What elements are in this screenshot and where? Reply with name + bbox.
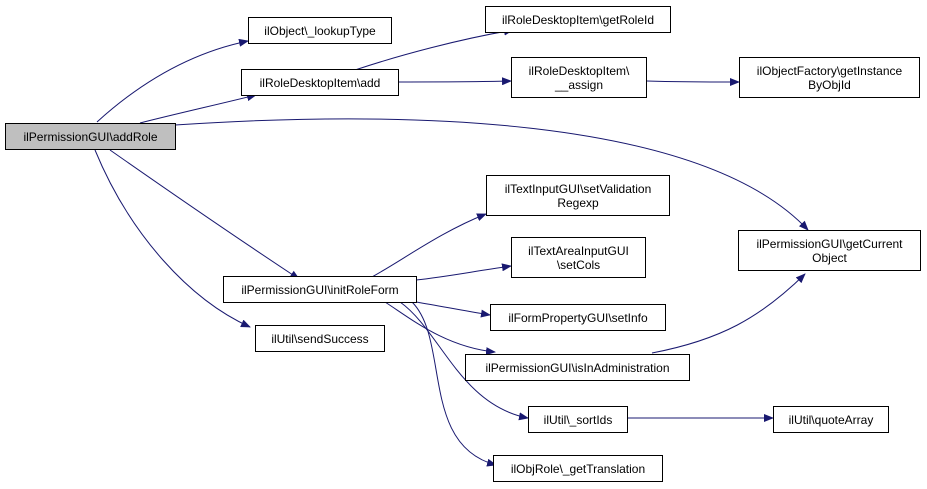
node-label: ilUtil\sendSuccess: [271, 332, 368, 346]
node-add-role: ilPermissionGUI\addRole: [5, 123, 176, 150]
node-label-line: ilTextInputGUI\setValidation: [504, 181, 652, 196]
edge-addrole-roledesktopadd: [139, 93, 257, 124]
edge-addrole-sendsuccess: [94, 149, 251, 328]
node-sort-ids[interactable]: ilUtil\_sortIds: [528, 406, 628, 433]
edge-addrole-getcurrentobject: [174, 118, 809, 231]
node-label-line: __assign: [554, 77, 604, 92]
node-get-role-id[interactable]: ilRoleDesktopItem\getRoleId: [485, 6, 671, 33]
node-label-line: ilUtil\sendSuccess: [271, 331, 369, 346]
node-assign[interactable]: ilRoleDesktopItem\__assign: [511, 57, 647, 98]
node-init-role-form[interactable]: ilPermissionGUI\initRoleForm: [223, 276, 417, 303]
node-label: ilTextAreaInputGUI\setCols: [528, 244, 629, 272]
edge-initroleform-setvalidation: [369, 213, 487, 279]
node-label: ilObject\_lookupType: [264, 24, 375, 38]
node-label-line: ilTextAreaInputGUI: [528, 243, 629, 258]
node-role-desktop-add[interactable]: ilRoleDesktopItem\add: [241, 69, 399, 96]
node-label-line: ilObject\_lookupType: [264, 23, 376, 38]
node-label: ilPermissionGUI\addRole: [23, 130, 157, 144]
node-label: ilRoleDesktopItem\getRoleId: [502, 13, 654, 27]
node-label: ilUtil\_sortIds: [544, 413, 613, 427]
node-label-line: ilRoleDesktopItem\add: [259, 75, 381, 90]
edge-roledesktopadd-getroleid: [354, 27, 514, 71]
node-set-cols[interactable]: ilTextAreaInputGUI\setCols: [511, 237, 646, 278]
node-label-line: ilObjectFactory\getInstance: [756, 63, 903, 78]
node-label-line: ilPermissionGUI\getCurrent: [756, 236, 903, 251]
edge-roledesktopadd-assign: [397, 77, 512, 86]
node-label-line: ilFormPropertyGUI\setInfo: [508, 310, 648, 325]
edge-addrole-lookuptype: [96, 38, 249, 123]
node-label-line: ByObjId: [808, 77, 851, 92]
node-label: ilObjRole\_getTranslation: [511, 462, 645, 476]
node-set-info[interactable]: ilFormPropertyGUI\setInfo: [490, 304, 666, 331]
node-label-line: Object: [812, 250, 847, 265]
node-label: ilPermissionGUI\initRoleForm: [241, 283, 398, 297]
edge-initroleform-setinfo: [415, 301, 491, 318]
edge-addrole-initroleform: [109, 149, 300, 280]
edge-initroleform-gettranslation: [411, 301, 497, 467]
edge-assign-getinstance: [646, 77, 740, 86]
node-label-line: ilRoleDesktopItem\getRoleId: [501, 12, 655, 27]
node-label: ilPermissionGUI\isInAdministration: [485, 361, 669, 375]
node-label: ilRoleDesktopItem\add: [260, 76, 381, 90]
edge-initroleform-setcols: [415, 263, 512, 281]
edge-initroleform-isinadmin: [384, 301, 496, 356]
node-label-line: ilPermissionGUI\isInAdministration: [485, 360, 670, 375]
node-label-line: \setCols: [556, 257, 601, 272]
node-label-line: ilUtil\_sortIds: [543, 412, 613, 427]
node-lookup-type[interactable]: ilObject\_lookupType: [248, 17, 392, 44]
edge-initroleform-sortids: [399, 301, 529, 421]
node-is-in-admin[interactable]: ilPermissionGUI\isInAdministration: [465, 354, 690, 381]
node-label-line: ilRoleDesktopItem\: [528, 63, 630, 78]
node-label-line: ilPermissionGUI\initRoleForm: [241, 282, 399, 297]
node-label: ilUtil\quoteArray: [789, 413, 874, 427]
node-label-line: ilObjRole\_getTranslation: [510, 461, 646, 476]
node-send-success[interactable]: ilUtil\sendSuccess: [255, 325, 385, 352]
node-get-translation[interactable]: ilObjRole\_getTranslation: [493, 455, 663, 482]
edge-isinadmin-getcurrentobject: [651, 273, 806, 354]
node-label-line: Regexp: [557, 195, 599, 210]
node-quote-array[interactable]: ilUtil\quoteArray: [773, 406, 889, 433]
node-label-line: ilPermissionGUI\addRole: [23, 129, 158, 144]
node-label: ilFormPropertyGUI\setInfo: [508, 311, 647, 325]
node-label: ilRoleDesktopItem\__assign: [529, 64, 630, 92]
node-label-line: ilUtil\quoteArray: [788, 412, 874, 427]
